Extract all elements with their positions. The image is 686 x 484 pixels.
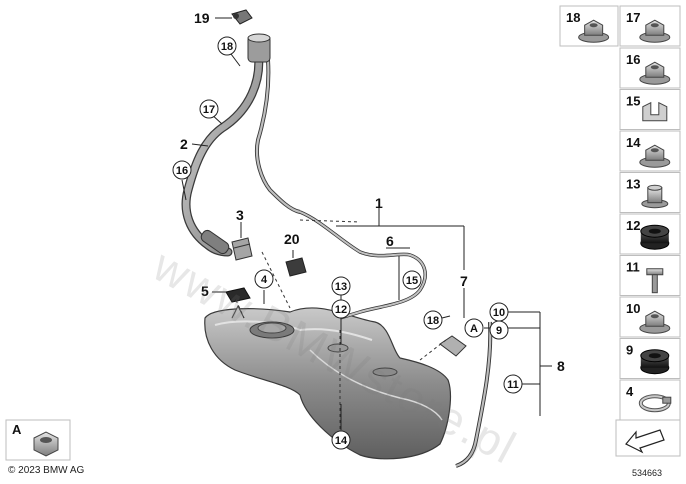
callout-1[interactable]: 1	[375, 195, 383, 211]
callout-a[interactable]: A	[464, 318, 484, 338]
flange-nut-icon	[578, 19, 610, 43]
callout-18-side[interactable]: 18	[423, 310, 443, 330]
part-cell-10[interactable]: 10	[619, 296, 681, 338]
svg-text:16: 16	[176, 165, 188, 177]
filler-pipe[interactable]	[181, 33, 301, 257]
svg-text:15: 15	[406, 275, 418, 287]
flange-nut-icon	[639, 144, 671, 168]
svg-text:10: 10	[493, 307, 505, 319]
svg-text:3: 3	[236, 207, 244, 223]
part-number-label: 10	[626, 301, 640, 316]
callout-18-top[interactable]: 18	[217, 36, 237, 56]
vent-line[interactable]	[299, 210, 427, 320]
svg-text:17: 17	[203, 104, 215, 116]
callout-8[interactable]: 8	[557, 358, 565, 374]
svg-text:7: 7	[460, 273, 468, 289]
part-number-label: 4	[626, 384, 634, 399]
callout-12[interactable]: 12	[331, 299, 351, 319]
callout-7[interactable]: 7	[460, 273, 468, 289]
flange-nut-icon	[639, 310, 671, 334]
callout-9[interactable]: 9	[489, 320, 509, 340]
svg-text:4: 4	[261, 274, 268, 286]
leader-lines	[181, 17, 552, 430]
callout-6[interactable]: 6	[386, 233, 394, 249]
insulation-pad-part[interactable]	[225, 287, 251, 303]
part-cell-4[interactable]: 4	[619, 379, 681, 421]
direction-arrow-icon	[625, 429, 665, 454]
copyright-text: © 2023 BMW AG	[8, 465, 85, 476]
hose-clamp-icon	[638, 394, 672, 413]
part-number-label: 17	[626, 10, 640, 25]
svg-text:18: 18	[427, 315, 439, 327]
callout-13[interactable]: 13	[331, 276, 351, 296]
callout-20[interactable]: 20	[284, 231, 300, 247]
part-cell-18[interactable]: 18	[559, 5, 619, 47]
protection-pad-part[interactable]	[285, 257, 307, 277]
part-cell-13[interactable]: 13	[619, 172, 681, 213]
part-cell-9[interactable]: 9	[619, 338, 681, 379]
bolt-icon	[646, 268, 664, 294]
svg-text:A: A	[470, 323, 478, 335]
flange-nut-icon	[639, 19, 671, 43]
svg-text:A: A	[12, 422, 22, 437]
callout-17[interactable]: 17	[199, 99, 219, 119]
part-number-label: 9	[626, 343, 633, 358]
callout-11[interactable]: 11	[503, 374, 523, 394]
fuel-tank[interactable]	[204, 304, 451, 460]
rubber-grommet-icon	[640, 349, 670, 375]
part-cell-14[interactable]: 14	[619, 130, 681, 172]
part-cell-15[interactable]: 15	[619, 89, 681, 130]
part-number-label: 18	[566, 10, 580, 25]
svg-text:9: 9	[496, 325, 502, 337]
svg-text:19: 19	[194, 10, 210, 26]
svg-text:1: 1	[375, 195, 383, 211]
callout-3[interactable]: 3	[236, 207, 244, 223]
svg-text:20: 20	[284, 231, 300, 247]
tensioning-strap[interactable]	[439, 321, 493, 468]
svg-text:6: 6	[386, 233, 394, 249]
callout-16[interactable]: 16	[172, 160, 192, 180]
callout-15[interactable]: 15	[402, 270, 422, 290]
hose-clamp-part[interactable]	[231, 237, 253, 261]
part-number-label: 14	[626, 135, 641, 150]
flange-nut-icon	[639, 61, 671, 85]
part-number-label: 16	[626, 52, 640, 67]
callout-19[interactable]: 19	[194, 10, 210, 26]
svg-text:12: 12	[335, 304, 347, 316]
svg-text:5: 5	[201, 283, 209, 299]
part-cell-17[interactable]: 17	[619, 5, 681, 47]
svg-text:13: 13	[335, 281, 347, 293]
part-cell-16[interactable]: 16	[619, 47, 681, 89]
part-number-label: 15	[626, 94, 640, 109]
part-cell-12[interactable]: 12	[619, 213, 681, 255]
part-number-label: 11	[626, 260, 640, 275]
collar-nut-icon	[641, 184, 669, 209]
rubber-grommet-icon	[640, 224, 670, 250]
svg-text:11: 11	[507, 379, 519, 391]
callout-5[interactable]: 5	[201, 283, 209, 299]
svg-text:14: 14	[335, 435, 348, 447]
svg-text:18: 18	[221, 41, 233, 53]
part-number-label: 13	[626, 177, 640, 192]
svg-text:2: 2	[180, 136, 188, 152]
arrow-legend	[615, 419, 681, 457]
diagram-number: 534663	[632, 468, 663, 478]
fuel-cap[interactable]	[231, 9, 253, 25]
svg-text:8: 8	[557, 358, 565, 374]
parts-panel: 18 17 16 15 14 13 12 11 10 9 4	[559, 5, 681, 421]
part-number-label: 12	[626, 218, 640, 233]
part-cell-11[interactable]: 11	[619, 255, 681, 296]
reference-lines	[235, 219, 447, 440]
hex-nut-icon	[33, 431, 59, 457]
callout-14[interactable]: 14	[331, 430, 351, 450]
detail-a-panel[interactable]: A	[5, 419, 71, 461]
callout-2[interactable]: 2	[180, 136, 188, 152]
callout-4[interactable]: 4	[254, 269, 274, 289]
clip-icon	[642, 101, 668, 122]
callout-10[interactable]: 10	[489, 302, 509, 322]
